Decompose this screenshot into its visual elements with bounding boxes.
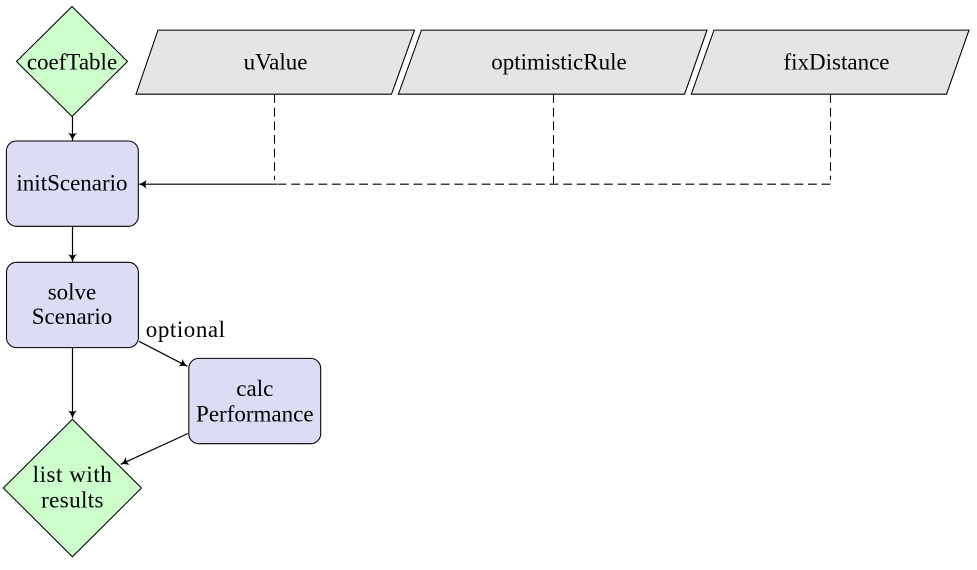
svg-text:coefTable: coefTable xyxy=(27,50,117,75)
svg-text:calc: calc xyxy=(236,376,273,401)
svg-text:Performance: Performance xyxy=(196,401,314,426)
svg-text:uValue: uValue xyxy=(244,50,308,75)
svg-text:fixDistance: fixDistance xyxy=(783,50,889,75)
svg-text:Scenario: Scenario xyxy=(32,304,112,329)
svg-text:results: results xyxy=(41,487,104,512)
svg-text:initScenario: initScenario xyxy=(16,171,127,196)
svg-text:optional: optional xyxy=(146,317,226,342)
svg-text:list with: list with xyxy=(33,462,113,487)
svg-text:solve: solve xyxy=(48,280,97,305)
svg-text:optimisticRule: optimisticRule xyxy=(491,50,626,75)
